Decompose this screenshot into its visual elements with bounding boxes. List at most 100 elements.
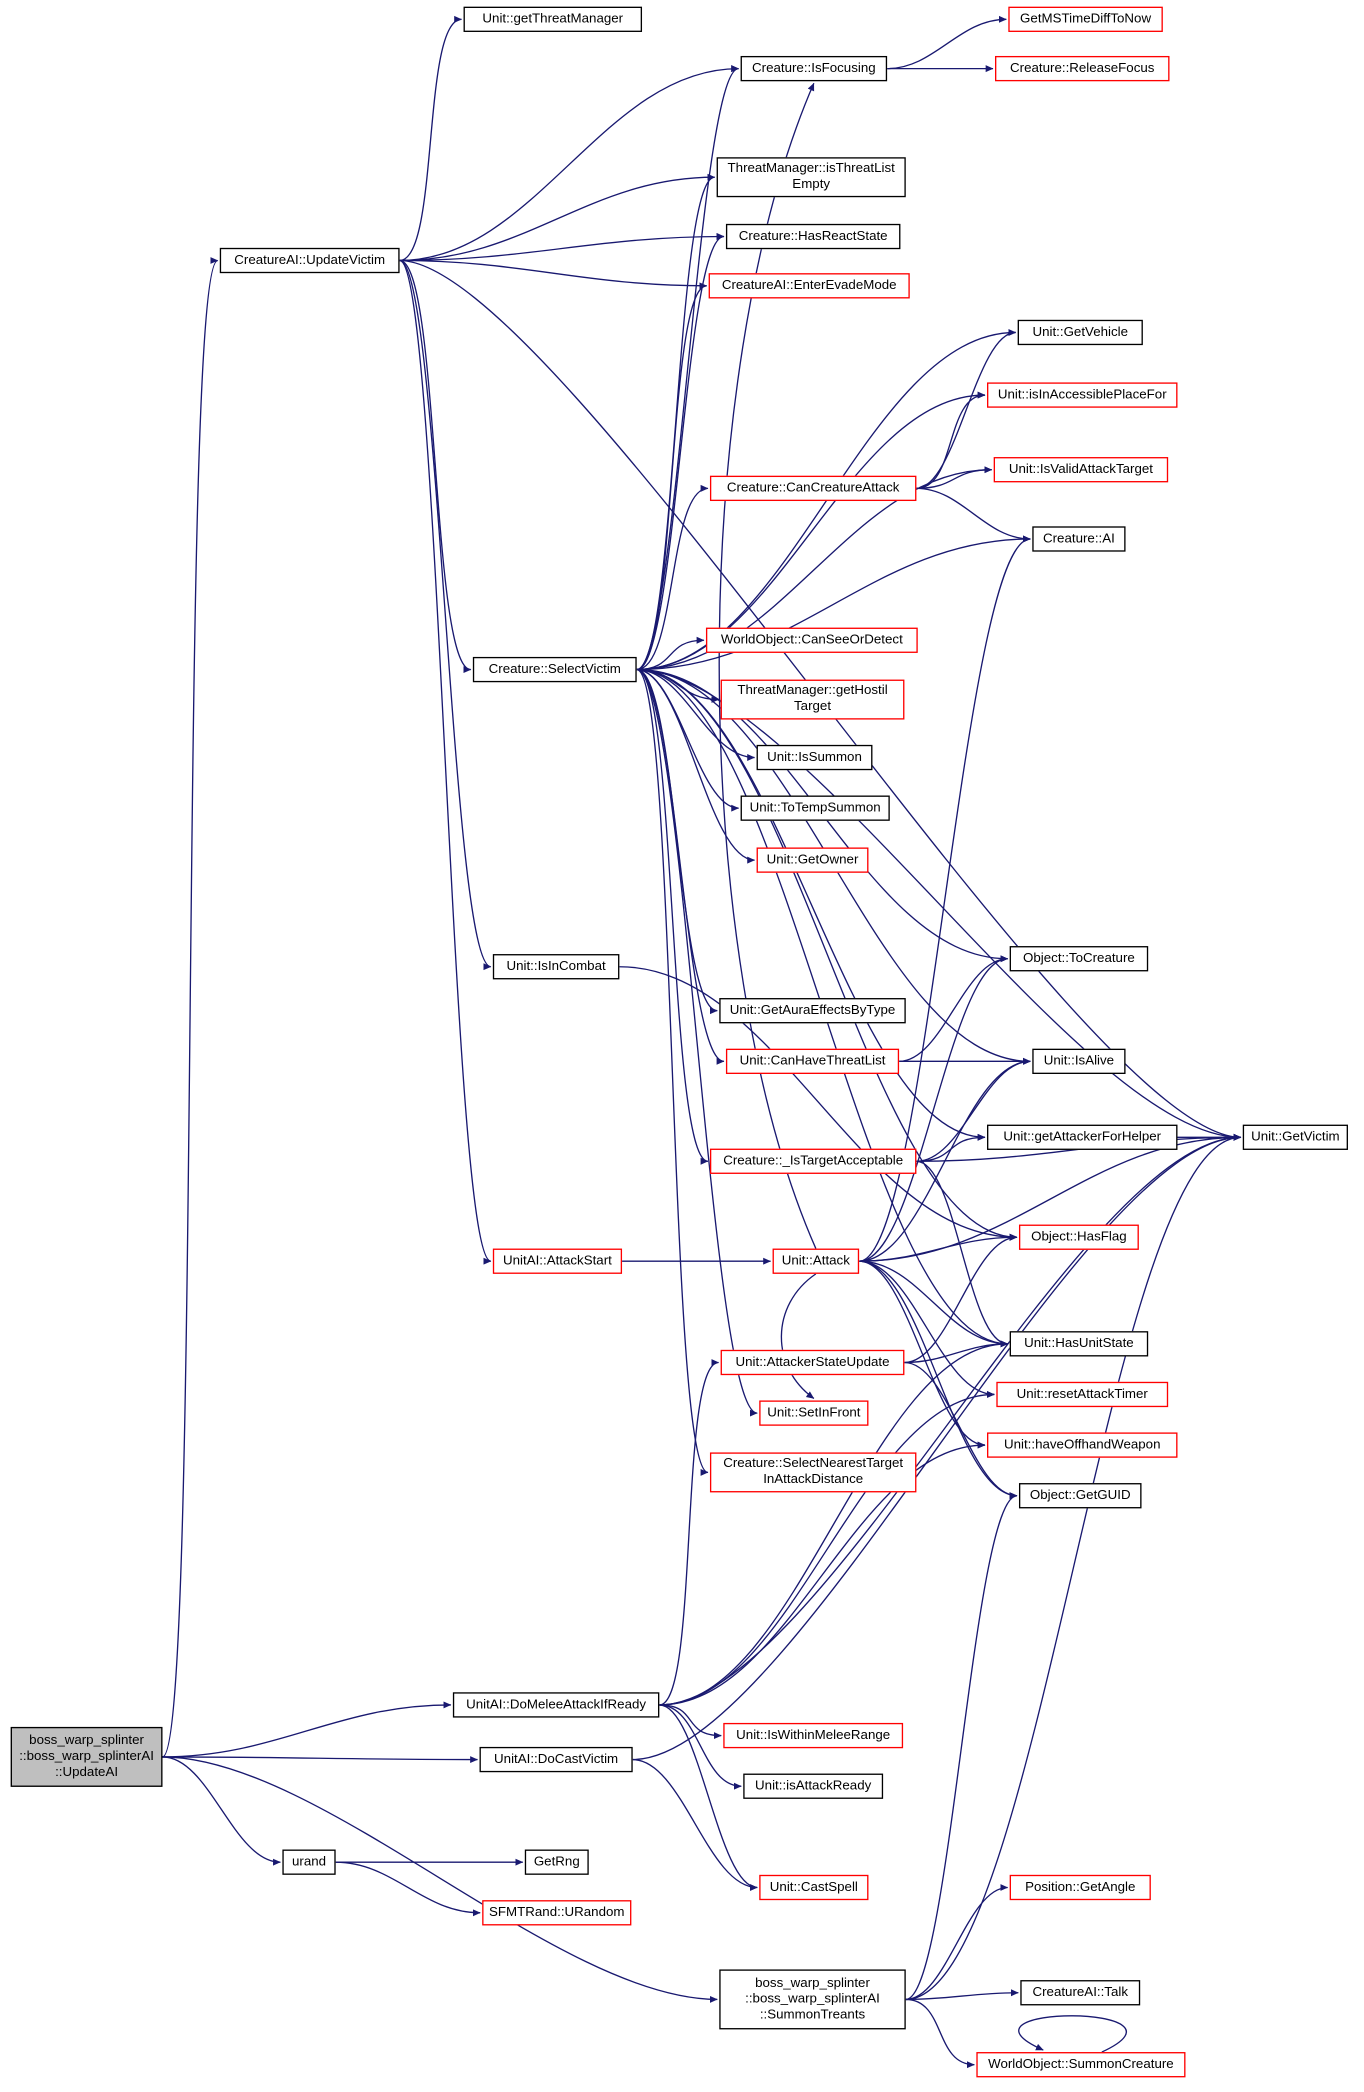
edge-do_melee_attack_if_ready-cast_spell: [659, 1704, 758, 1891]
node-get_angle[interactable]: Position::GetAngle: [1009, 1874, 1151, 1901]
edge-attacker_state_update-get_guid: [904, 1361, 1018, 1500]
edge-can_creature_attack-is_in_accessible_place_for: [916, 391, 986, 490]
edge-select_victim-get_owner: [636, 668, 756, 864]
edge-do_melee_attack_if_ready-have_offhand_weapon: [659, 1441, 986, 1706]
edge-do_cast_victim-cast_spell: [632, 1758, 758, 1891]
node-is_target_acceptable[interactable]: Creature::_IsTargetAcceptable: [709, 1148, 917, 1174]
edge-attack-reset_attack_timer: [859, 1260, 995, 1398]
edge-can_have_threat_list-to_creature: [899, 955, 1009, 1063]
node-is_focusing[interactable]: Creature::IsFocusing: [740, 55, 888, 82]
edge-update_victim-enter_evade_mode: [399, 259, 708, 290]
edge-is_focusing-get_ms_time_diff_to_now: [887, 15, 1007, 70]
node-reset_attack_timer[interactable]: Unit::resetAttackTimer: [996, 1381, 1169, 1408]
node-get_hostil_target[interactable]: ThreatManager::getHostil Target: [720, 679, 905, 720]
node-is_summon[interactable]: Unit::IsSummon: [756, 744, 873, 771]
node-enter_evade_mode[interactable]: CreatureAI::EnterEvadeMode: [708, 273, 910, 299]
edge-update_victim-has_react_state: [399, 233, 725, 262]
edge-do_melee_attack_if_ready-reset_attack_timer: [659, 1391, 995, 1706]
node-get_aura_effects_by_type[interactable]: Unit::GetAuraEffectsByType: [719, 998, 906, 1024]
node-urand[interactable]: urand: [282, 1849, 336, 1875]
edge-is_in_combat-has_flag: [619, 966, 1018, 1241]
edge-select_victim-has_react_state: [636, 233, 725, 671]
node-get_vehicle[interactable]: Unit::GetVehicle: [1017, 319, 1143, 346]
node-is_in_combat[interactable]: Unit::IsInCombat: [492, 954, 620, 980]
node-summon_creature[interactable]: WorldObject::SummonCreature: [976, 2052, 1186, 2078]
node-urandom[interactable]: SFMTRand::URandom: [482, 1900, 632, 1926]
edge-urand-urandom: [335, 1861, 481, 1917]
node-is_attack_ready[interactable]: Unit::isAttackReady: [743, 1773, 884, 1799]
edge-select_victim-get_victim: [636, 668, 1242, 1141]
edge-do_melee_attack_if_ready-is_attack_ready: [659, 1704, 742, 1790]
node-can_creature_attack[interactable]: Creature::CanCreatureAttack: [709, 475, 917, 502]
edge-summon_treants-get_angle: [905, 1884, 1009, 2001]
edge-select_victim-is_summon: [636, 668, 756, 761]
edge-attack-have_offhand_weapon: [859, 1260, 986, 1449]
node-select_nearest_target_in_attack_distance[interactable]: Creature::SelectNearestTarget InAttackDi…: [709, 1452, 917, 1493]
node-update_victim[interactable]: CreatureAI::UpdateVictim: [219, 247, 400, 274]
edge-summon_creature-summon_creature: [1018, 2015, 1128, 2053]
node-has_flag[interactable]: Object::HasFlag: [1018, 1224, 1139, 1250]
node-can_have_threat_list[interactable]: Unit::CanHaveThreatList: [725, 1048, 900, 1074]
node-select_victim[interactable]: Creature::SelectVictim: [472, 656, 637, 683]
node-cast_spell[interactable]: Unit::CastSpell: [759, 1874, 869, 1901]
node-is_within_melee_range[interactable]: Unit::IsWithinMeleeRange: [723, 1722, 904, 1749]
edge-select_victim-can_creature_attack: [636, 484, 709, 671]
edge-select_victim-enter_evade_mode: [636, 282, 708, 671]
node-has_react_state[interactable]: Creature::HasReactState: [725, 223, 901, 250]
edge-update_ai-do_cast_victim: [162, 1756, 478, 1764]
node-do_cast_victim[interactable]: UnitAI::DoCastVictim: [479, 1746, 633, 1773]
edge-select_victim-select_nearest_target_in_attack_distance: [636, 668, 709, 1476]
node-to_temp_summon[interactable]: Unit::ToTempSummon: [740, 795, 890, 821]
edge-attack-get_guid: [859, 1260, 1018, 1500]
node-can_see_or_detect[interactable]: WorldObject::CanSeeOrDetect: [705, 627, 918, 653]
node-attacker_state_update[interactable]: Unit::AttackerStateUpdate: [720, 1349, 905, 1376]
node-is_valid_attack_target[interactable]: Unit::IsValidAttackTarget: [993, 457, 1169, 483]
edge-update_ai-do_melee_attack_if_ready: [162, 1701, 452, 1758]
edge-select_victim-is_valid_attack_target: [636, 466, 993, 671]
edge-attack-creature_ai: [859, 535, 1031, 1262]
node-is_in_accessible_place_for[interactable]: Unit::isInAccessiblePlaceFor: [987, 382, 1178, 408]
edge-attack-has_unit_state: [859, 1260, 1009, 1348]
node-is_alive[interactable]: Unit::IsAlive: [1032, 1048, 1126, 1074]
node-get_rng[interactable]: GetRng: [524, 1849, 589, 1875]
node-get_ms_time_diff_to_now[interactable]: GetMSTimeDiffToNow: [1008, 6, 1163, 32]
edge-summon_treants-get_guid: [905, 1492, 1018, 2001]
node-creature_ai[interactable]: Creature::AI: [1032, 526, 1126, 552]
edge-can_creature_attack-is_valid_attack_target: [916, 466, 993, 490]
edge-attack-is_alive: [859, 1057, 1031, 1262]
edge-update_victim-is_focusing: [399, 65, 740, 262]
node-get_owner[interactable]: Unit::GetOwner: [756, 847, 869, 873]
edge-summon_treants-summon_creature: [905, 1998, 975, 2069]
node-attack[interactable]: Unit::Attack: [772, 1248, 860, 1274]
node-get_victim[interactable]: Unit::GetVictim: [1242, 1124, 1348, 1150]
edge-can_creature_attack-creature_ai: [916, 487, 1031, 543]
node-have_offhand_weapon[interactable]: Unit::haveOffhandWeapon: [987, 1432, 1178, 1458]
edge-do_cast_victim-get_victim: [632, 1133, 1242, 1761]
edge-attack-to_creature: [859, 955, 1009, 1262]
edge-update_victim-is_in_combat: [399, 259, 492, 971]
node-get_threat_manager[interactable]: Unit::getThreatManager: [463, 6, 643, 32]
edge-do_melee_attack_if_ready-attacker_state_update: [659, 1359, 720, 1706]
edge-attack-get_victim: [859, 1133, 1242, 1262]
node-summon_treants[interactable]: boss_warp_splinter ::boss_warp_splinterA…: [719, 1969, 906, 2030]
edge-select_victim-is_target_acceptable: [636, 668, 709, 1165]
node-do_melee_attack_if_ready[interactable]: UnitAI::DoMeleeAttackIfReady: [452, 1692, 660, 1718]
node-talk[interactable]: CreatureAI::Talk: [1020, 1980, 1141, 2006]
node-release_focus[interactable]: Creature::ReleaseFocus: [995, 55, 1170, 82]
edge-update_victim-select_victim: [399, 259, 472, 673]
node-get_guid[interactable]: Object::GetGUID: [1018, 1483, 1142, 1509]
node-to_creature[interactable]: Object::ToCreature: [1009, 946, 1149, 972]
edge-do_melee_attack_if_ready-is_within_melee_range: [659, 1704, 722, 1740]
edge-update_victim-get_threat_manager: [399, 15, 462, 262]
node-update_ai[interactable]: boss_warp_splinter ::boss_warp_splinterA…: [10, 1726, 163, 1787]
node-has_unit_state[interactable]: Unit::HasUnitState: [1009, 1331, 1149, 1357]
node-set_in_front[interactable]: Unit::SetInFront: [759, 1400, 869, 1426]
edge-attack-set_in_front: [780, 1273, 817, 1400]
edge-attacker_state_update-has_flag: [904, 1233, 1018, 1364]
node-is_threat_list_empty[interactable]: ThreatManager::isThreatList Empty: [716, 157, 906, 198]
node-attack_start[interactable]: UnitAI::AttackStart: [492, 1248, 623, 1274]
node-get_attacker_for_helper[interactable]: Unit::getAttackerForHelper: [987, 1124, 1178, 1150]
edge-update_ai-urand: [162, 1756, 281, 1866]
